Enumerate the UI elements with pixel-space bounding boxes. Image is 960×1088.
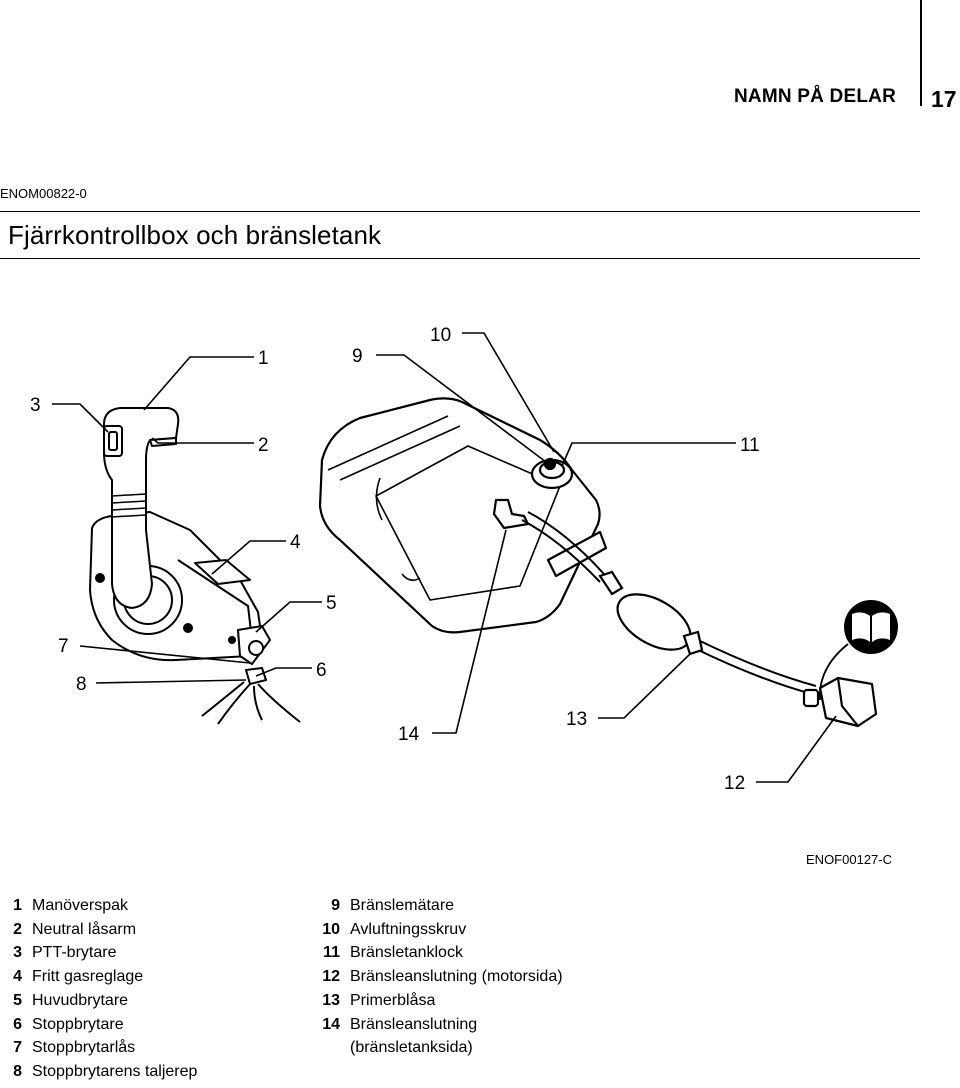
- page-heading: Fjärrkontrollbox och bränsletank: [8, 220, 382, 250]
- heading-rule-top: [0, 211, 920, 212]
- header-vertical-rule: [920, 0, 922, 106]
- legend-item: 1 Manöverspak: [6, 894, 306, 918]
- legend-number: 11: [323, 944, 340, 962]
- legend-number: 1: [13, 897, 22, 914]
- legend-item: 12 Bränsleanslutning (motorsida): [320, 965, 640, 989]
- legend-number: 6: [13, 1015, 22, 1033]
- legend-label: Bränsleanslutning (bränsletanksida): [350, 1015, 478, 1057]
- callout-leader-lines: [52, 332, 849, 783]
- callout-7: 7: [58, 636, 69, 657]
- legend-label: Bränsleanslutning (motorsida): [350, 968, 563, 986]
- callout-3: 3: [30, 395, 41, 416]
- callout-6: 6: [316, 660, 327, 681]
- legend-label: Fritt gasreglage: [32, 968, 144, 986]
- legend-number: 8: [13, 1062, 22, 1080]
- callout-numbers: 1 2 3 4 5 6 7 8 9 10 11 12 13 14: [30, 325, 760, 794]
- legend-item: 8 Stoppbrytarens taljerep: [6, 1060, 306, 1084]
- heading-rule-bottom: [0, 258, 920, 259]
- owners-manual-icon: [844, 600, 898, 654]
- legend-item: 5 Huvudbrytare: [6, 989, 306, 1013]
- legend-label: Manöverspak: [32, 897, 129, 914]
- section-title: NAMN PÅ DELAR: [734, 86, 896, 107]
- legend-label: Huvudbrytare: [32, 991, 129, 1009]
- legend-item: 2 Neutral låsarm: [6, 918, 306, 942]
- legend-item: 6 Stoppbrytare: [6, 1013, 306, 1037]
- legend-item: 10 Avluftningsskruv: [320, 918, 640, 942]
- legend-item: 7 Stoppbrytarlås: [6, 1036, 306, 1060]
- callout-1: 1: [258, 348, 269, 369]
- parts-legend-left: 1 Manöverspak 2 Neutral låsarm 3 PTT-brytar…: [6, 894, 306, 1084]
- primer-bulb-drawing: [598, 570, 704, 656]
- callout-2: 2: [258, 435, 269, 456]
- legend-item: 14 Bränsleanslutning (bränsletanksida): [320, 1013, 640, 1060]
- document-code: ENOM00822-0: [0, 186, 87, 201]
- legend-item: 9 Bränslemätare: [320, 894, 640, 918]
- legend-label: Bränslemätare: [350, 897, 455, 914]
- callout-11: 11: [740, 435, 760, 456]
- callout-13: 13: [566, 709, 587, 730]
- legend-number: 5: [13, 991, 22, 1009]
- callout-12: 12: [724, 773, 745, 794]
- remote-control-box-drawing: [89, 407, 271, 685]
- callout-10: 10: [430, 325, 451, 346]
- callout-9: 9: [352, 346, 363, 367]
- callout-4: 4: [290, 532, 301, 553]
- legend-item: 13 Primerblåsa: [320, 989, 640, 1013]
- legend-number: 7: [13, 1039, 22, 1057]
- legend-number: 3: [13, 944, 22, 962]
- legend-label: Bränsletanklock: [350, 944, 463, 962]
- lanyard-cords: [201, 681, 301, 725]
- legend-number: 9: [331, 897, 340, 914]
- callout-14: 14: [398, 724, 420, 745]
- legend-label: Primerblåsa: [350, 991, 436, 1009]
- fuel-hose-drawing: [521, 511, 817, 695]
- legend-label: Neutral låsarm: [32, 920, 137, 938]
- legend-label: Avluftningsskruv: [350, 920, 467, 938]
- callout-5: 5: [326, 593, 337, 614]
- figure-code: ENOF00127-C: [806, 852, 892, 867]
- legend-label: Stoppbrytarlås: [32, 1039, 136, 1057]
- fuel-tank-drawing: [318, 397, 608, 634]
- page-number: 17: [931, 86, 957, 112]
- legend-label: PTT-brytare: [32, 944, 117, 962]
- legend-item: 11 Bränsletanklock: [320, 941, 640, 965]
- legend-number: 14: [322, 1015, 340, 1033]
- legend-number: 12: [322, 968, 340, 986]
- legend-label: Stoppbrytare: [32, 1015, 124, 1033]
- parts-illustration: 1 2 3 4 5 6 7 8 9 10 11 12 13 14: [30, 325, 898, 794]
- legend-number: 10: [322, 920, 340, 938]
- engine-connector-drawing: [802, 676, 878, 728]
- legend-item: 3 PTT-brytare: [6, 941, 306, 965]
- legend-number: 4: [13, 968, 22, 986]
- callout-8: 8: [76, 674, 87, 695]
- legend-number: 13: [322, 991, 340, 1009]
- legend-item: 4 Fritt gasreglage: [6, 965, 306, 989]
- legend-number: 2: [13, 920, 22, 938]
- legend-label: Stoppbrytarens taljerep: [32, 1062, 198, 1080]
